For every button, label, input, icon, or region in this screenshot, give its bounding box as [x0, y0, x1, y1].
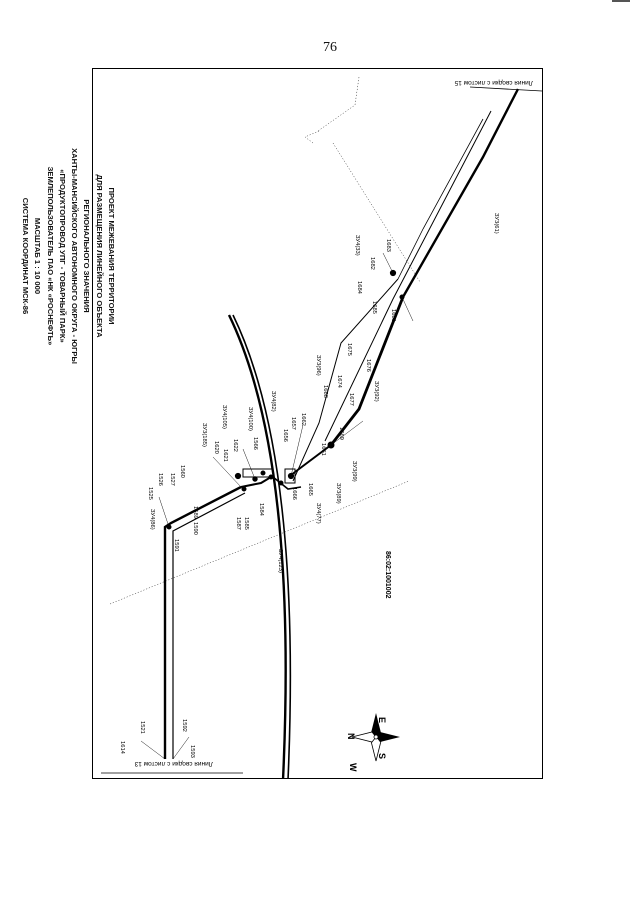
- cadastral-block-boundaries: [109, 76, 421, 605]
- point-label-1560: 1560: [179, 465, 185, 478]
- point-label-1589: 1589: [192, 506, 198, 519]
- parcel-label-zu3-92: ЗУ3(92): [373, 381, 379, 402]
- cadastral-block-number: 86:02:1001002: [384, 551, 391, 599]
- parcel-label-zu4-77: ЗУ4(77): [315, 503, 321, 524]
- parcel-label-zu3-96: ЗУ3(96): [315, 355, 321, 376]
- page-number: 76: [323, 40, 337, 55]
- point-label-1681: 1681: [390, 309, 396, 322]
- point-label-1622: 1622: [232, 439, 238, 452]
- point-label-1591: 1591: [173, 539, 179, 552]
- point-label-1593: 1593: [189, 745, 195, 758]
- point-label-1683: 1683: [385, 239, 391, 252]
- point-label-1620: 1620: [213, 441, 219, 454]
- title-line: ХАНТЫ-МАНСИЙСКОГО АВТОНОМНОГО ОКРУГА - Ю…: [70, 148, 80, 364]
- point-label-1525: 1525: [147, 487, 153, 500]
- title-line: РЕГИОНАЛЬНОГО ЗНАЧЕНИЯ: [82, 199, 92, 313]
- parcel-label-zu4-86: ЗУ4(86): [149, 509, 155, 530]
- parcel-label-zu3-99: ЗУ3(99): [351, 461, 357, 482]
- point-label-1661: 1661: [320, 443, 326, 456]
- point-label-1526: 1526: [157, 473, 163, 486]
- title-text: ПРОЕКТ МЕЖЕВАНИЯ ТЕРРИТОРИИ ДЛЯ РАЗМЕЩЕН…: [19, 76, 117, 436]
- point-label-1584: 1584: [258, 503, 264, 517]
- map-drawing: E S N W Линия сводки с листом 15 Линия с…: [101, 76, 542, 778]
- road-outer-edge: [227, 314, 287, 778]
- point-label-1677: 1677: [348, 393, 354, 406]
- point-label-1685: 1685: [371, 301, 377, 314]
- label-leaders: [140, 252, 414, 760]
- parcel-label-zu4-105: ЗУ4(105): [221, 405, 227, 429]
- parcel-label-zu4-33: ЗУ4(33): [354, 235, 360, 256]
- point-label-1662: 1662: [300, 413, 306, 426]
- survey-points: [166, 269, 405, 530]
- parcel-label-zu3-185: ЗУ3(185): [201, 423, 207, 447]
- match-line-15-label: Линия сводки с листом 15: [454, 79, 533, 86]
- point-label-1656: 1656: [282, 429, 288, 442]
- title-line: СИСТЕМА КООРДИНАТ МСК-86: [20, 197, 30, 315]
- match-line-sheet-13: Линия сводки с листом 13: [101, 760, 243, 774]
- point-label-1590: 1590: [192, 522, 198, 535]
- parcel-label-zu3-61: ЗУ3(61): [493, 213, 499, 234]
- point-label-1566: 1566: [252, 437, 258, 450]
- point-label-1621: 1621: [222, 449, 228, 462]
- title-line: «ПРОДУКТОПРОВОД УПГ - ТОВАРНЫЙ ПАРК»: [57, 169, 67, 343]
- title-line: МАСШТАБ 1 : 10 000: [33, 217, 43, 295]
- pipeline-corridor: [163, 88, 520, 759]
- road-inner-edge: [232, 314, 292, 778]
- point-label-1669: 1669: [338, 427, 344, 440]
- point-label-1587: 1587: [235, 517, 241, 530]
- parcel-label-zu4-100: ЗУ4(100): [247, 407, 253, 431]
- point-label-1676: 1676: [365, 359, 371, 372]
- title-line: ЗЕМЛЕПОЛЬЗОВАТЕЛЬ ПАО «НК «РОСНЕФТЬ»: [45, 166, 55, 346]
- point-label-1684: 1684: [356, 281, 362, 295]
- point-label-1668: 1668: [322, 385, 328, 398]
- map-frame: E S N W Линия сводки с листом 15 Линия с…: [92, 68, 543, 779]
- point-label-1592: 1592: [181, 719, 187, 732]
- compass-south-label: S: [377, 753, 387, 759]
- parcel-labels: ЗУ4(86) ЗУ3(185) ЗУ4(105) ЗУ4(100) ЗУ4(8…: [149, 213, 499, 573]
- match-line-13-label: Линия сводки с листом 13: [134, 760, 213, 767]
- compass-north-label: N: [346, 733, 356, 740]
- point-label-1585: 1585: [243, 517, 249, 530]
- compass-rose: E S N W: [346, 713, 400, 772]
- point-label-1675: 1675: [346, 343, 352, 356]
- point-label-1614: 1614: [119, 741, 125, 755]
- compass-east-label: E: [377, 717, 387, 723]
- point-label-1666: 1666: [291, 487, 297, 500]
- parcel-label-zu4-123: ЗУ4(123): [277, 549, 283, 573]
- point-label-1682: 1682: [369, 257, 375, 270]
- point-label-1521: 1521: [139, 721, 145, 734]
- point-label-1665: 1665: [307, 483, 313, 496]
- point-label-1527: 1527: [169, 473, 175, 486]
- compass-west-label: W: [348, 763, 358, 772]
- point-label-1674: 1674: [336, 375, 342, 389]
- match-line-sheet-15: Линия сводки с листом 15: [454, 79, 542, 92]
- point-labels: 1614 1521 1592 1593 1591 1590 1589 1525 …: [119, 239, 396, 758]
- point-label-1657: 1657: [290, 417, 296, 430]
- parcel-label-zu4-82: ЗУ4(82): [270, 391, 276, 412]
- title-line: ДЛЯ РАЗМЕЩЕНИЯ ЛИНЕЙНОГО ОБЪЕКТА: [94, 174, 104, 338]
- scan-edge-mark: [612, 0, 630, 2]
- parcel-label-zu3-89: ЗУ3(89): [335, 483, 341, 504]
- title-line: ПРОЕКТ МЕЖЕВАНИЯ ТЕРРИТОРИИ: [107, 187, 116, 325]
